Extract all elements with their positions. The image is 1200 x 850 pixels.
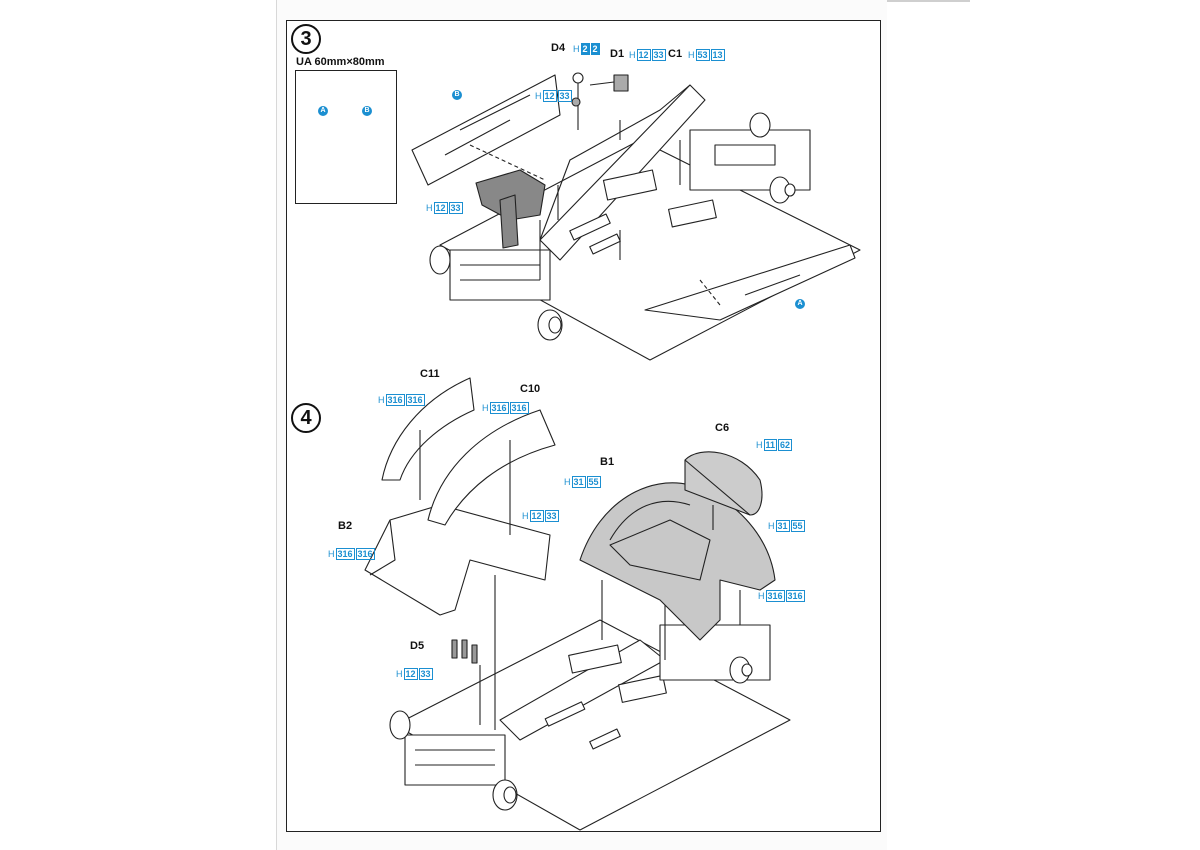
- paint-code: 33: [544, 510, 559, 522]
- paint-code: 55: [586, 476, 601, 488]
- part-label-d4: D4: [551, 42, 566, 54]
- paint-code: 12: [529, 510, 544, 522]
- paint-code-c6-underside: H 31 55: [768, 520, 805, 532]
- paint-code: 33: [651, 49, 666, 61]
- decal-marker-a: A: [318, 106, 328, 116]
- paint-code: 316: [335, 548, 355, 560]
- paint-code: 31: [775, 520, 790, 532]
- paint-code-screw: H 12 33: [535, 90, 572, 102]
- paint-prefix: H: [535, 91, 542, 101]
- panel-marker-a: A: [795, 299, 805, 309]
- paint-prefix: H: [522, 511, 529, 521]
- paint-code: 12: [636, 49, 651, 61]
- decal-marker-b: B: [362, 106, 372, 116]
- step3-number: 3: [291, 24, 321, 54]
- paint-code-mid: H 12 33: [522, 510, 559, 522]
- part-label-c1: C1: [668, 48, 683, 60]
- paint-code: 2: [590, 43, 600, 55]
- step4-number: 4: [291, 403, 321, 433]
- paint-code-d5: H 12 33: [396, 668, 433, 680]
- paint-code: 316: [405, 394, 425, 406]
- paint-code: 316: [765, 590, 785, 602]
- paint-prefix: H: [573, 44, 580, 54]
- paint-code-b2: H 316 316: [328, 548, 375, 560]
- paint-code: 53: [695, 49, 710, 61]
- paint-prefix: H: [756, 440, 763, 450]
- paint-code: 31: [571, 476, 586, 488]
- part-label-d5: D5: [410, 640, 425, 652]
- paint-code-c1: H 53 13: [688, 49, 725, 61]
- step3-chassis-drawing: [411, 72, 861, 361]
- decal-sheet-box: [295, 70, 397, 204]
- paint-prefix: H: [629, 50, 636, 60]
- paint-prefix: H: [396, 669, 403, 679]
- paint-prefix: H: [688, 50, 695, 60]
- paint-code-d1: H 12 33: [629, 49, 666, 61]
- part-label-b1: B1: [600, 456, 615, 468]
- paint-code: 316: [355, 548, 375, 560]
- paint-code: 33: [418, 668, 433, 680]
- part-label-c10: C10: [520, 383, 541, 395]
- paint-code: 55: [790, 520, 805, 532]
- paint-prefix: H: [426, 203, 433, 213]
- part-label-c11: C11: [420, 368, 440, 380]
- paint-code-c6: H 11 62: [756, 439, 793, 451]
- panel-marker-b: B: [452, 90, 462, 100]
- paint-code: 316: [785, 590, 805, 602]
- paint-code-d4: H 2 2: [573, 43, 600, 55]
- paint-code: 11: [763, 439, 778, 451]
- paint-code: 33: [557, 90, 572, 102]
- paint-code: 13: [710, 49, 725, 61]
- paint-code: 12: [433, 202, 448, 214]
- paint-code: 12: [542, 90, 557, 102]
- paint-code: 62: [778, 439, 793, 451]
- paint-code-b1: H 31 55: [564, 476, 601, 488]
- part-label-b2: B2: [338, 520, 353, 532]
- step4-body-drawing: [364, 377, 791, 831]
- paint-code: 12: [403, 668, 418, 680]
- paint-code-c10: H 316 316: [482, 402, 529, 414]
- part-label-c6: C6: [715, 422, 730, 434]
- paint-code-seat: H 12 33: [426, 202, 463, 214]
- decal-size-label: UA 60mm×80mm: [296, 56, 385, 68]
- paint-code: 2: [580, 43, 590, 55]
- paint-code: 316: [509, 402, 529, 414]
- paint-code-rear: H 316 316: [758, 590, 805, 602]
- paint-prefix: H: [564, 477, 571, 487]
- paint-prefix: H: [758, 591, 765, 601]
- paint-prefix: H: [482, 403, 489, 413]
- paint-code: 316: [385, 394, 405, 406]
- paint-code: 33: [448, 202, 463, 214]
- paint-code-c11: H 316 316: [378, 394, 425, 406]
- paint-prefix: H: [328, 549, 335, 559]
- paint-prefix: H: [378, 395, 385, 405]
- paint-prefix: H: [768, 521, 775, 531]
- part-label-d1: D1: [610, 48, 625, 60]
- paint-code: 316: [489, 402, 509, 414]
